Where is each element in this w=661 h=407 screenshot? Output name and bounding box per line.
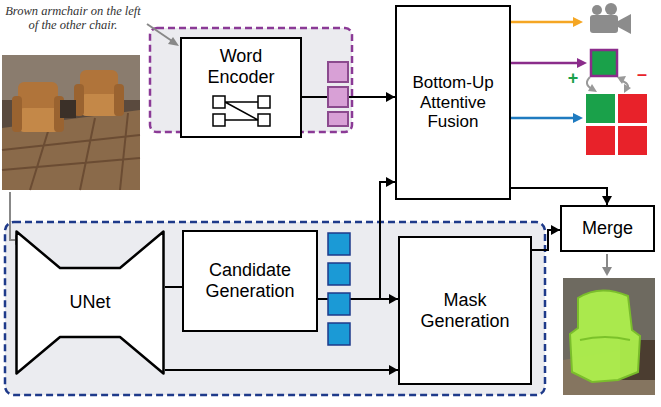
graph-edges bbox=[225, 102, 258, 120]
chair-arm bbox=[114, 84, 124, 116]
camera-body bbox=[590, 15, 618, 33]
target-square bbox=[591, 50, 617, 76]
chair-seat bbox=[20, 108, 58, 132]
arrowhead bbox=[386, 177, 395, 187]
feature-square bbox=[328, 112, 348, 126]
hourglass-outline bbox=[17, 232, 164, 374]
scene-bg bbox=[2, 55, 140, 190]
node-label: Mask Generation bbox=[406, 290, 524, 331]
candidate-features bbox=[328, 233, 350, 345]
unet-box: UNet bbox=[15, 230, 165, 375]
node-label: Candidate Generation bbox=[191, 260, 309, 301]
connector bbox=[165, 365, 398, 375]
arrowhead bbox=[386, 92, 395, 102]
camera-reel bbox=[592, 5, 602, 15]
grid-cell bbox=[586, 126, 615, 155]
camera-icon bbox=[590, 3, 631, 34]
chair-back bbox=[18, 82, 58, 112]
connector bbox=[165, 287, 182, 288]
output-bg bbox=[563, 278, 655, 395]
graph-node bbox=[213, 96, 225, 108]
armchair-right bbox=[74, 70, 124, 116]
connector bbox=[532, 225, 560, 250]
process-box: Mask Generation bbox=[398, 236, 532, 385]
feature-square bbox=[328, 62, 348, 82]
graph-icon bbox=[212, 94, 274, 128]
armchair-seat-line bbox=[580, 337, 630, 340]
grid-cell bbox=[618, 126, 647, 155]
connector-line bbox=[511, 188, 607, 205]
word-features bbox=[328, 62, 348, 126]
process-box: Candidate Generation bbox=[182, 230, 318, 332]
chair-seat bbox=[82, 94, 118, 116]
arrowhead bbox=[602, 196, 612, 205]
fusion-box: Bottom-Up Attentive Fusion bbox=[395, 5, 511, 200]
node-label: Merge bbox=[582, 218, 633, 239]
connector-line bbox=[165, 369, 398, 371]
connector bbox=[318, 177, 395, 299]
purple-arrow bbox=[508, 62, 578, 65]
feature-square bbox=[328, 293, 350, 315]
grid-cell bbox=[618, 94, 647, 123]
connector-line bbox=[532, 230, 560, 250]
candidate-grid bbox=[586, 94, 647, 155]
feature-square bbox=[328, 323, 350, 345]
node-label: UNet bbox=[69, 292, 110, 313]
camera-reel bbox=[605, 3, 617, 15]
arrowhead bbox=[389, 365, 398, 375]
feature-square bbox=[328, 233, 350, 255]
feature-square bbox=[328, 87, 348, 107]
arrowhead bbox=[588, 84, 597, 92]
chair-arm bbox=[12, 96, 22, 132]
connector bbox=[511, 188, 612, 205]
chair-back bbox=[80, 70, 118, 98]
side-table bbox=[60, 100, 76, 118]
image-arrow bbox=[10, 192, 16, 240]
graph-node bbox=[258, 114, 270, 126]
output-image bbox=[563, 278, 655, 395]
scene-image bbox=[2, 55, 140, 190]
arrowhead bbox=[168, 37, 179, 46]
connector-line bbox=[165, 286, 182, 288]
camera-lens bbox=[618, 14, 631, 34]
connector-line bbox=[318, 182, 395, 299]
green-armchair bbox=[570, 290, 640, 382]
merge-box: Merge bbox=[560, 205, 655, 252]
arrowhead bbox=[624, 84, 631, 93]
node-label: Bottom-Up Attentive Fusion bbox=[401, 73, 505, 132]
arrowhead bbox=[602, 267, 612, 276]
arrowhead bbox=[573, 17, 583, 27]
visual-branch-group bbox=[5, 222, 545, 395]
blue-arrow bbox=[508, 117, 574, 120]
feature-square bbox=[328, 263, 350, 285]
arrowhead bbox=[551, 225, 560, 235]
graph-node bbox=[258, 96, 270, 108]
graph-node bbox=[213, 114, 225, 126]
arrowhead bbox=[573, 113, 583, 123]
grid-cell bbox=[586, 94, 615, 123]
arrowhead bbox=[389, 294, 398, 304]
merge-output-arrow bbox=[606, 254, 608, 268]
arrowhead bbox=[617, 76, 626, 84]
positive-sign: + bbox=[566, 68, 580, 89]
arrowhead bbox=[577, 58, 587, 68]
armchair-left bbox=[12, 82, 64, 132]
encoder-box: Word Encoder bbox=[180, 37, 302, 138]
negative-sign: – bbox=[635, 64, 649, 85]
query-text: Brown armchair on the left of the other … bbox=[2, 4, 144, 33]
orange-arrow bbox=[508, 21, 574, 24]
query-arrow bbox=[147, 24, 172, 41]
node-label: Word Encoder bbox=[195, 46, 287, 87]
